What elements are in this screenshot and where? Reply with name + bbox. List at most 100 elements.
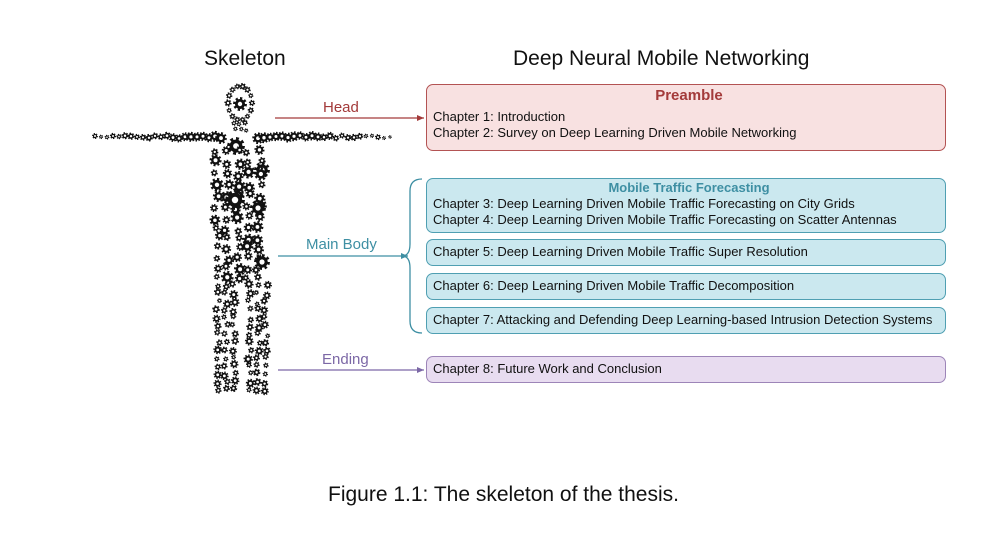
gear-hole: [228, 109, 231, 112]
gear-hole: [304, 135, 308, 139]
gear-hole: [213, 171, 216, 175]
gear-hole: [237, 101, 243, 107]
gear-hole: [231, 323, 234, 326]
gear-hole: [118, 135, 120, 138]
gear-hole: [244, 121, 246, 124]
gear-hole: [195, 135, 199, 139]
gear-hole: [251, 102, 253, 104]
gear-hole: [213, 218, 217, 223]
gear-hole: [213, 158, 218, 163]
gear-hole: [249, 371, 252, 374]
gear-hole: [258, 342, 261, 345]
gear-hole: [223, 364, 226, 368]
gear-hole: [371, 135, 373, 137]
gear-hole: [265, 294, 269, 297]
gear-hole: [235, 255, 239, 259]
gear-hole: [218, 299, 221, 302]
gear-hole: [241, 118, 244, 121]
gear-hole: [218, 341, 221, 344]
gear-hole: [257, 148, 262, 152]
gear-hole: [215, 317, 218, 321]
gear-hole: [310, 134, 314, 138]
gear-hole: [255, 205, 261, 211]
gear-hole: [94, 135, 96, 138]
gear-hole: [216, 194, 221, 199]
gear-hole: [225, 302, 229, 306]
gear-hole: [246, 357, 250, 361]
gear-hole: [248, 364, 250, 366]
gear-hole: [246, 161, 249, 164]
gear-hole: [250, 349, 253, 352]
gear-hole: [219, 136, 223, 140]
gear-hole: [225, 340, 228, 343]
gear-hole: [256, 303, 258, 305]
gear-hole: [231, 115, 234, 118]
gear-hole: [328, 134, 332, 138]
gear-hole: [259, 259, 265, 265]
gear-hole: [129, 135, 133, 138]
gear-hole: [233, 379, 237, 383]
gear-hole: [255, 238, 260, 243]
gear-hole: [233, 300, 237, 304]
gear-hole: [216, 244, 219, 248]
gear-hole: [280, 134, 284, 138]
gear-hole: [255, 356, 258, 359]
gear-hole: [365, 135, 367, 137]
gear-hole: [248, 325, 252, 329]
gear-hole: [225, 285, 228, 288]
gear-hole: [248, 381, 252, 385]
gear-hole: [264, 355, 267, 358]
gear-hole: [249, 307, 252, 310]
gear-human-figure-icon: [92, 82, 392, 396]
gear-hole: [214, 307, 218, 311]
chapter-7-box: Chapter 7: Attacking and Defending Deep …: [426, 307, 946, 334]
preamble-title: Preamble: [655, 87, 723, 104]
gear-hole: [235, 215, 240, 220]
gear-hole: [237, 276, 242, 281]
gear-hole: [226, 380, 229, 383]
chapter-8-box: Chapter 8: Future Work and Conclusion: [426, 356, 946, 383]
gear-hole: [233, 339, 237, 343]
preamble-box: Preamble Chapter 1: Introduction Chapter…: [426, 84, 946, 151]
gear-hole: [346, 136, 350, 139]
gear-hole: [165, 134, 169, 137]
gear-hole: [263, 382, 266, 385]
gear-hole: [265, 364, 267, 367]
gear-hole: [236, 118, 239, 121]
gear-hole: [255, 225, 260, 229]
gear-hole: [136, 135, 138, 138]
gear-hole: [258, 171, 263, 177]
gear-hole: [246, 268, 250, 272]
gear-hole: [255, 291, 258, 294]
gear-hole: [207, 136, 211, 140]
gear-hole: [238, 148, 241, 152]
gear-hole: [247, 185, 252, 190]
chapter-5: Chapter 5: Deep Learning Driven Mobile T…: [433, 244, 808, 259]
gear-hole: [256, 380, 259, 384]
main-body-brace: [401, 178, 423, 334]
gear-hole: [227, 182, 231, 187]
gear-hole: [216, 373, 220, 377]
gear-hole: [254, 268, 258, 272]
gear-hole: [268, 135, 272, 139]
gear-hole: [286, 135, 290, 140]
gear-hole: [249, 292, 252, 295]
gear-hole: [106, 136, 108, 138]
forecasting-title: Mobile Traffic Forecasting: [608, 180, 770, 195]
gear-hole: [236, 174, 240, 178]
gear-hole: [383, 137, 385, 139]
gear-hole: [238, 123, 240, 125]
gear-hole: [213, 150, 216, 154]
gear-hole: [274, 134, 278, 138]
gear-hole: [263, 389, 267, 393]
gear-hole: [248, 334, 251, 337]
gear-hole: [264, 373, 267, 375]
gear-hole: [216, 267, 220, 270]
gear-hole: [123, 134, 127, 137]
gear-hole: [222, 374, 226, 378]
gear-hole: [234, 371, 237, 374]
gear-hole: [223, 309, 226, 312]
gear-hole: [237, 184, 242, 189]
gear-hole: [216, 290, 220, 294]
gear-hole: [237, 230, 240, 233]
